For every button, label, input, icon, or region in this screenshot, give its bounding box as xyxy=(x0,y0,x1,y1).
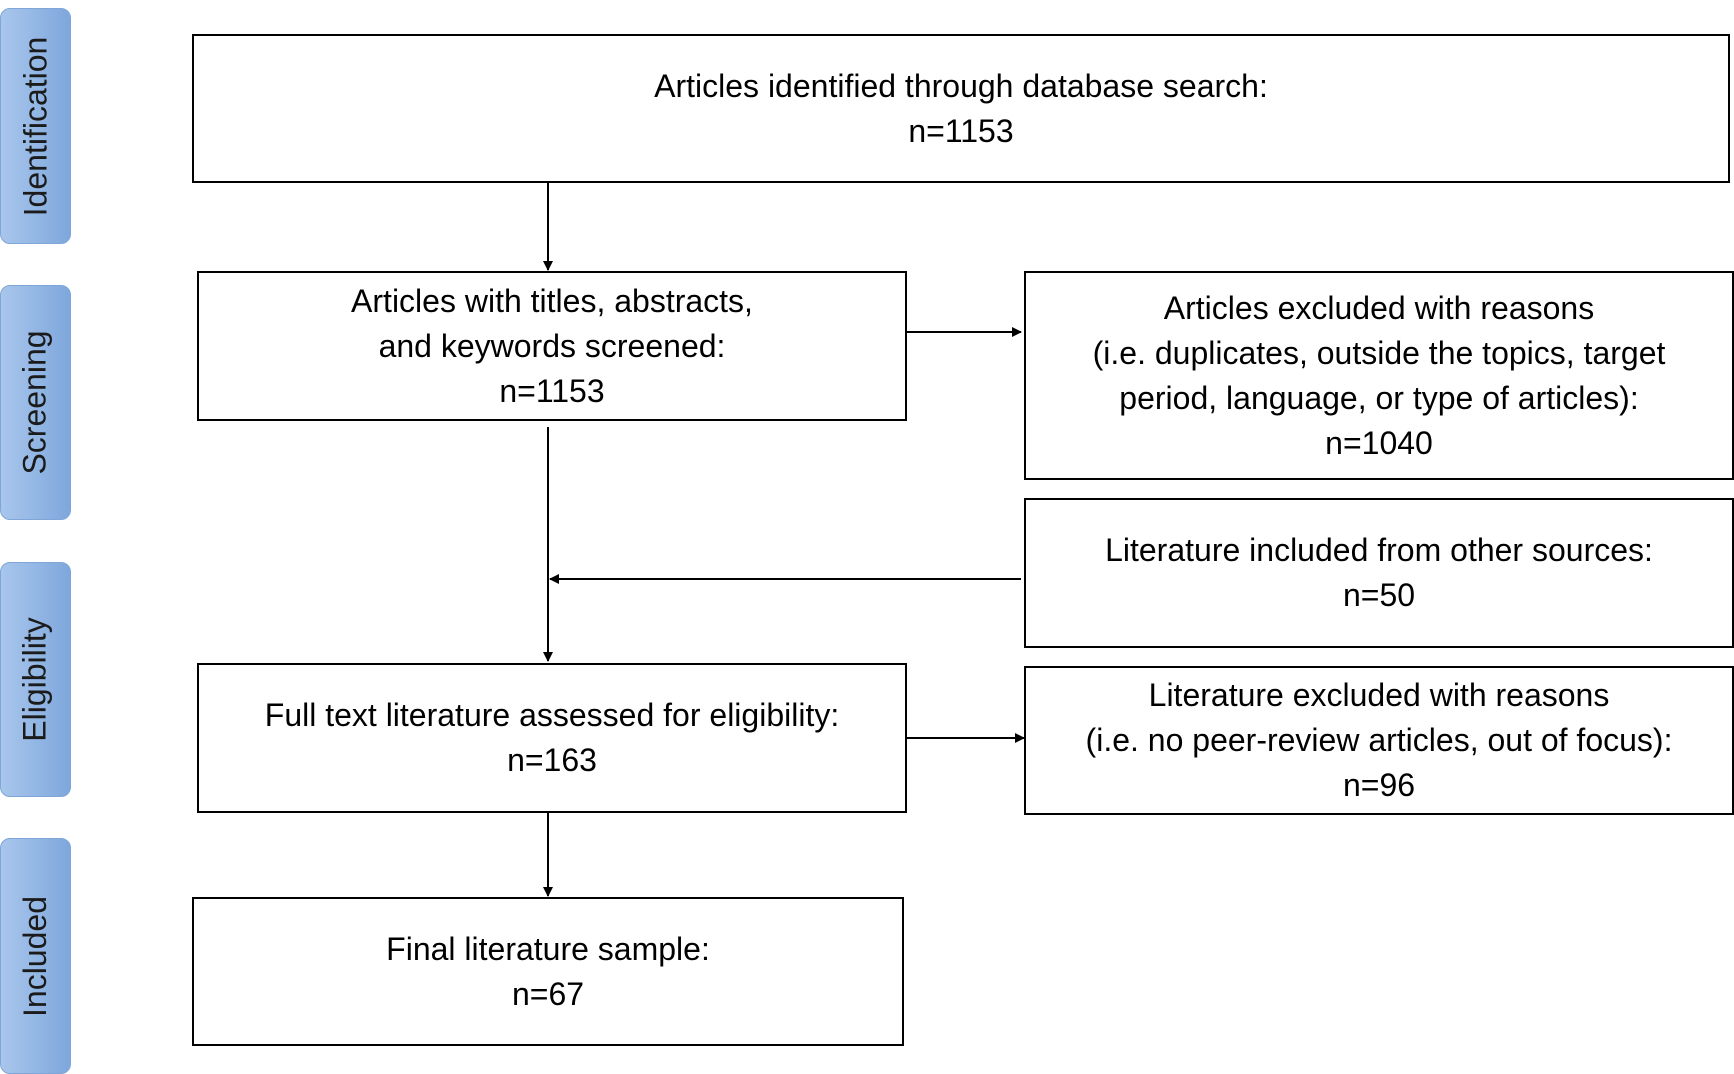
box-screened: Articles with titles, abstracts, and key… xyxy=(197,271,907,421)
box-line: (i.e. no peer-review articles, out of fo… xyxy=(1085,722,1673,758)
box-line: Final literature sample: xyxy=(386,930,710,967)
box-line: period, language, or type of articles): xyxy=(1119,379,1639,416)
box-line: Articles excluded with reasons xyxy=(1163,289,1595,326)
box-count: n=1153 xyxy=(908,112,1014,149)
box-line: Literature excluded with reasons xyxy=(1148,677,1610,713)
box-line: Full text literature assessed for eligib… xyxy=(264,697,840,733)
stage-tab-included: Included xyxy=(0,838,71,1074)
box-other-sources: Literature included from other sources: … xyxy=(1024,498,1734,648)
box-count: n=1040 xyxy=(1325,424,1433,461)
box-count: n=1153 xyxy=(499,372,605,409)
box-full-text: Full text literature assessed for eligib… xyxy=(197,663,907,813)
box-line: (i.e. duplicates, outside the topics, ta… xyxy=(1092,334,1666,371)
box-final: Final literature sample: n=67 xyxy=(192,897,904,1046)
box-count: n=50 xyxy=(1342,577,1416,613)
box-count: n=163 xyxy=(507,742,597,778)
box-line: Literature included from other sources: xyxy=(1105,532,1653,568)
box-line: Articles identified through database sea… xyxy=(654,67,1268,104)
box-line: and keywords screened: xyxy=(378,327,726,364)
stage-tab-screening: Screening xyxy=(0,285,71,520)
box-identified: Articles identified through database sea… xyxy=(192,34,1730,183)
box-excluded-eligibility: Literature excluded with reasons (i.e. n… xyxy=(1024,666,1734,815)
box-excluded-screening: Articles excluded with reasons (i.e. dup… xyxy=(1024,271,1734,480)
box-count: n=67 xyxy=(511,975,585,1012)
box-line: Articles with titles, abstracts, xyxy=(351,282,753,319)
stage-tab-identification: Identification xyxy=(0,8,71,244)
box-count: n=96 xyxy=(1342,767,1416,803)
stage-tab-eligibility: Eligibility xyxy=(0,562,71,797)
